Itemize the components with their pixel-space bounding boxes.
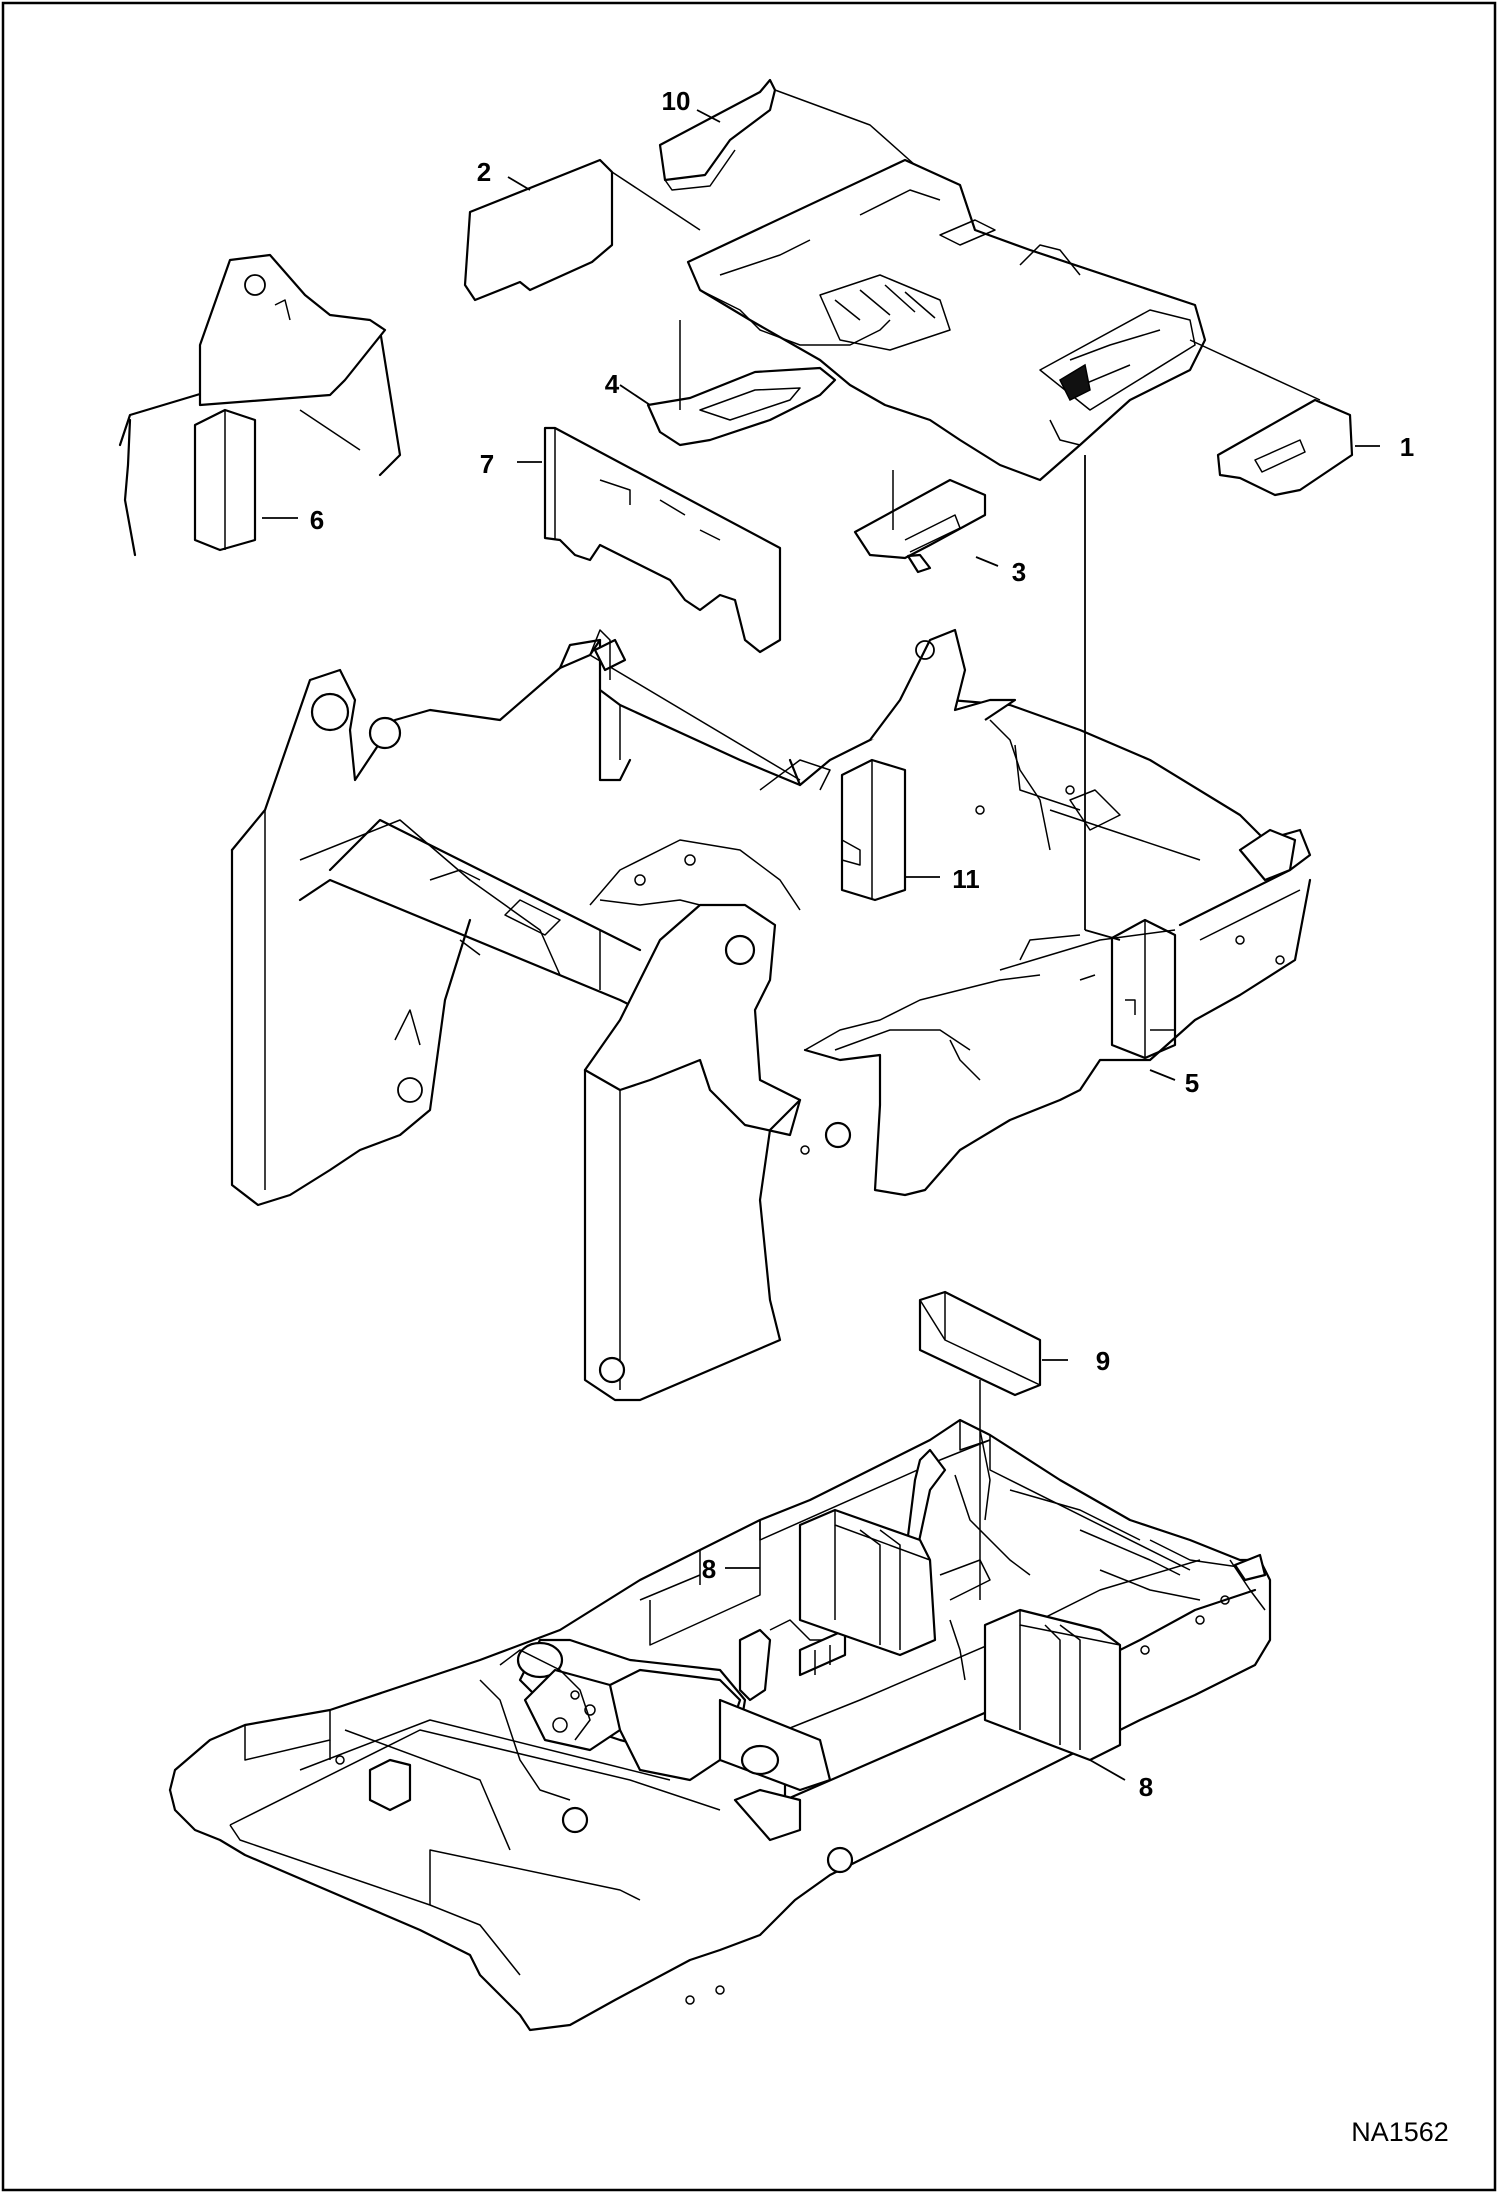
callout-8a: 8 bbox=[702, 1554, 716, 1584]
part-2-foam-panel bbox=[463, 158, 701, 302]
lower-frame-chassis bbox=[168, 1418, 1272, 2032]
callout-10: 10 bbox=[662, 86, 691, 116]
callout-11: 11 bbox=[952, 864, 980, 894]
callout-9: 9 bbox=[1096, 1346, 1110, 1376]
part-7-insulation-panel bbox=[543, 426, 782, 654]
callout-6: 6 bbox=[310, 505, 324, 535]
callout-labels: 1 2 3 4 5 6 7 8 8 9 10 11 bbox=[310, 86, 1414, 1802]
callout-8b: 8 bbox=[1139, 1772, 1153, 1802]
document-id: NA1562 bbox=[1351, 2117, 1449, 2147]
part-9-block bbox=[918, 1290, 1042, 1600]
callout-2: 2 bbox=[477, 157, 491, 187]
callout-7: 7 bbox=[480, 449, 494, 479]
callout-5: 5 bbox=[1185, 1068, 1199, 1098]
part-5-block bbox=[1110, 918, 1177, 1060]
callout-leaders bbox=[262, 109, 1380, 1781]
part-6-left-upright bbox=[118, 253, 402, 557]
part-1-foam-block bbox=[1189, 339, 1354, 497]
upper-frame-assembly bbox=[230, 628, 1312, 1402]
callout-4: 4 bbox=[605, 369, 620, 399]
part-3-floor-plate bbox=[853, 470, 987, 574]
part-4-floor-pad bbox=[646, 320, 837, 447]
callout-1: 1 bbox=[1400, 432, 1414, 462]
cab-floor-assembly bbox=[686, 158, 1207, 482]
part-10-foam-strip bbox=[658, 78, 916, 191]
callout-3: 3 bbox=[1012, 557, 1026, 587]
part-11-block bbox=[840, 758, 907, 902]
